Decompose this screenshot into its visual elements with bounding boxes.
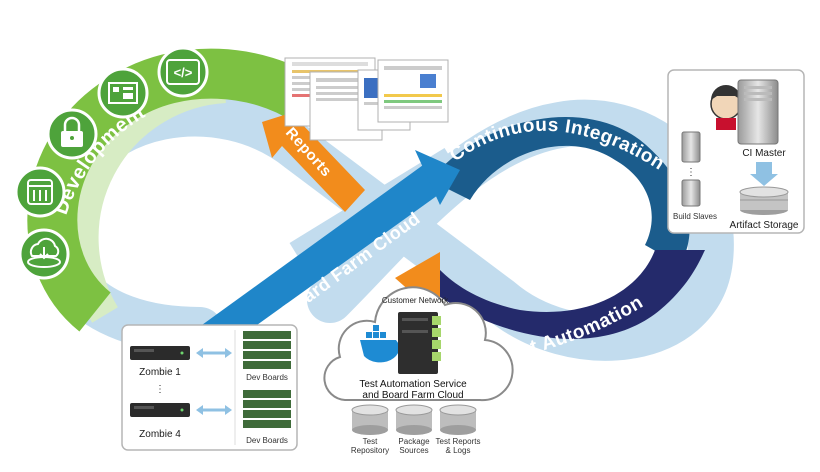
dev-boards-2-label: Dev Boards [246, 436, 288, 445]
build-slaves-dots: ⋮ [686, 167, 696, 178]
ci-master-label: CI Master [742, 148, 786, 159]
service-label-line-2: and Board Farm Cloud [362, 390, 463, 401]
dev-boards-group-1 [243, 331, 291, 369]
zombie-1-label: Zombie 1 [139, 367, 181, 378]
ci-master-down-arrow [750, 162, 778, 186]
build-slave-server-2-icon [681, 179, 701, 207]
test-repository-line-2: Repository [351, 446, 389, 455]
artifact-storage-label: Artifact Storage [730, 220, 799, 231]
artifact-storage-icon [739, 186, 789, 215]
build-slave-server-1-icon [681, 131, 701, 163]
test-automation-orange-arrow [395, 252, 440, 300]
database-icon [14, 166, 66, 218]
docker-icon [360, 325, 400, 363]
ci-panel: CI Master Artifact Storage ⋮ Build Slave… [667, 69, 805, 234]
lock-icon [46, 108, 98, 160]
zombie-4-label: Zombie 4 [139, 429, 181, 440]
test-reports-line-1: Test Reports [436, 437, 481, 446]
test-reports-line-2: & Logs [446, 446, 471, 455]
package-sources-line-2: Sources [399, 446, 428, 455]
code-icon: </> [157, 46, 209, 98]
test-automation-band [430, 250, 705, 339]
dev-boards-1-label: Dev Boards [246, 373, 288, 382]
link-arrow-2 [196, 405, 232, 415]
continuous-integration-band [430, 116, 690, 265]
link-arrow-1 [196, 348, 232, 358]
zombie-4-server-icon [130, 403, 190, 417]
board-farm-panel: Zombie 1 ⋮ Zombie 4 Dev Boards [121, 324, 298, 451]
report-sheets [284, 57, 449, 141]
svg-text:</>: </> [174, 65, 193, 80]
jenkins-icon [710, 85, 742, 130]
board-farm-arrow-head [415, 150, 460, 205]
zombie-dots: ⋮ [155, 384, 165, 395]
test-repository-db-icon [351, 404, 389, 435]
package-sources-db-icon [395, 404, 433, 435]
test-reports-db-icon [439, 404, 477, 435]
test-automation-cloud: Customer Network Test Automation Service… [323, 286, 514, 455]
test-repository-line-1: Test [363, 437, 378, 446]
circuit-board-icon [97, 67, 149, 119]
customer-network-label: Customer Network [382, 296, 449, 305]
reports-arrow [262, 110, 365, 212]
zombie-1-server-icon [130, 346, 190, 360]
dev-boards-group-2 [243, 390, 291, 428]
service-server-icon [398, 312, 441, 374]
build-slaves-label: Build Slaves [673, 212, 717, 221]
service-label-line-1: Test Automation Service [359, 379, 467, 390]
ci-master-server-icon [737, 79, 779, 145]
package-sources-line-1: Package [398, 437, 430, 446]
cloud-download-icon [18, 228, 70, 280]
board-farm-cloud-band [195, 160, 445, 330]
